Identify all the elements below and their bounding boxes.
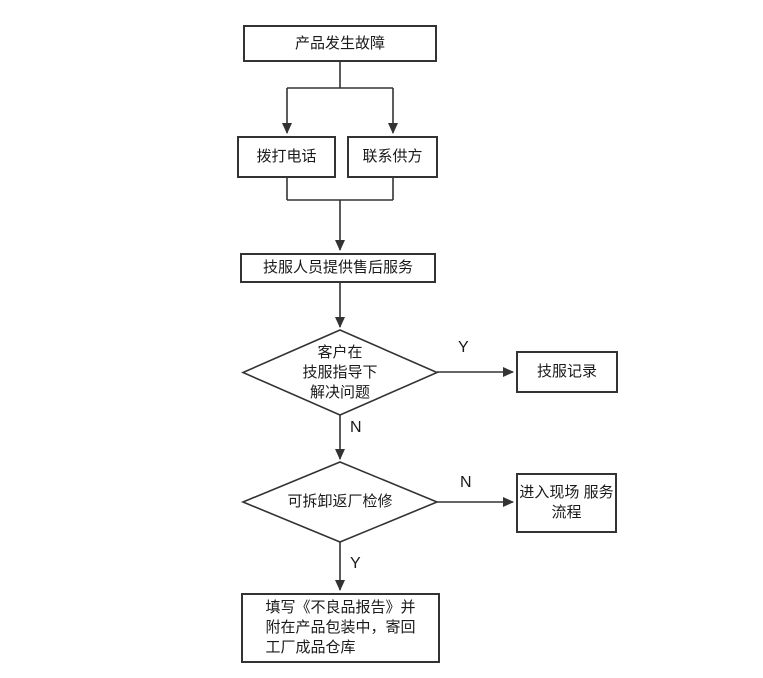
decision-diamond-customer-solve: [241, 329, 439, 416]
node-make-call-label: 拨打电话: [256, 148, 317, 165]
onsite-line-1: 进入现场: [519, 484, 580, 501]
report-line-1: 填写《不良品报告》并: [265, 599, 416, 616]
onsite-line-2: 服务流程: [551, 484, 614, 521]
node-make-call: 拨打电话: [237, 136, 336, 178]
node-service-record-label: 技服记录: [536, 363, 597, 380]
edge-label-decision2-yes: Y: [350, 555, 361, 572]
node-aftersales-service: 技服人员提供售后服务: [240, 253, 436, 283]
report-line-2: 附在产品包装中，寄回: [265, 619, 416, 636]
node-aftersales-service-label: 技服人员提供售后服务: [262, 259, 413, 276]
report-line-3: 工厂成品仓库: [265, 639, 356, 656]
node-service-record: 技服记录: [516, 351, 618, 393]
node-defect-report-label: 填写《不良品报告》并 附在产品包装中，寄回 工厂成品仓库: [265, 598, 415, 658]
node-onsite-process: 进入现场 服务流程: [516, 473, 617, 533]
node-defect-report: 填写《不良品报告》并 附在产品包装中，寄回 工厂成品仓库: [241, 593, 440, 663]
node-onsite-process-label: 进入现场 服务流程: [518, 483, 615, 523]
edge-label-decision1-no: N: [350, 419, 362, 436]
node-contact-supplier-label: 联系供方: [362, 148, 423, 165]
decision-diamond-returnable: [240, 461, 440, 543]
node-product-failure-label: 产品发生故障: [294, 34, 385, 52]
edge-label-decision2-no: N: [460, 474, 472, 491]
node-contact-supplier: 联系供方: [347, 136, 438, 178]
node-product-failure: 产品发生故障: [243, 25, 437, 62]
edge-label-decision1-yes: Y: [458, 339, 469, 356]
